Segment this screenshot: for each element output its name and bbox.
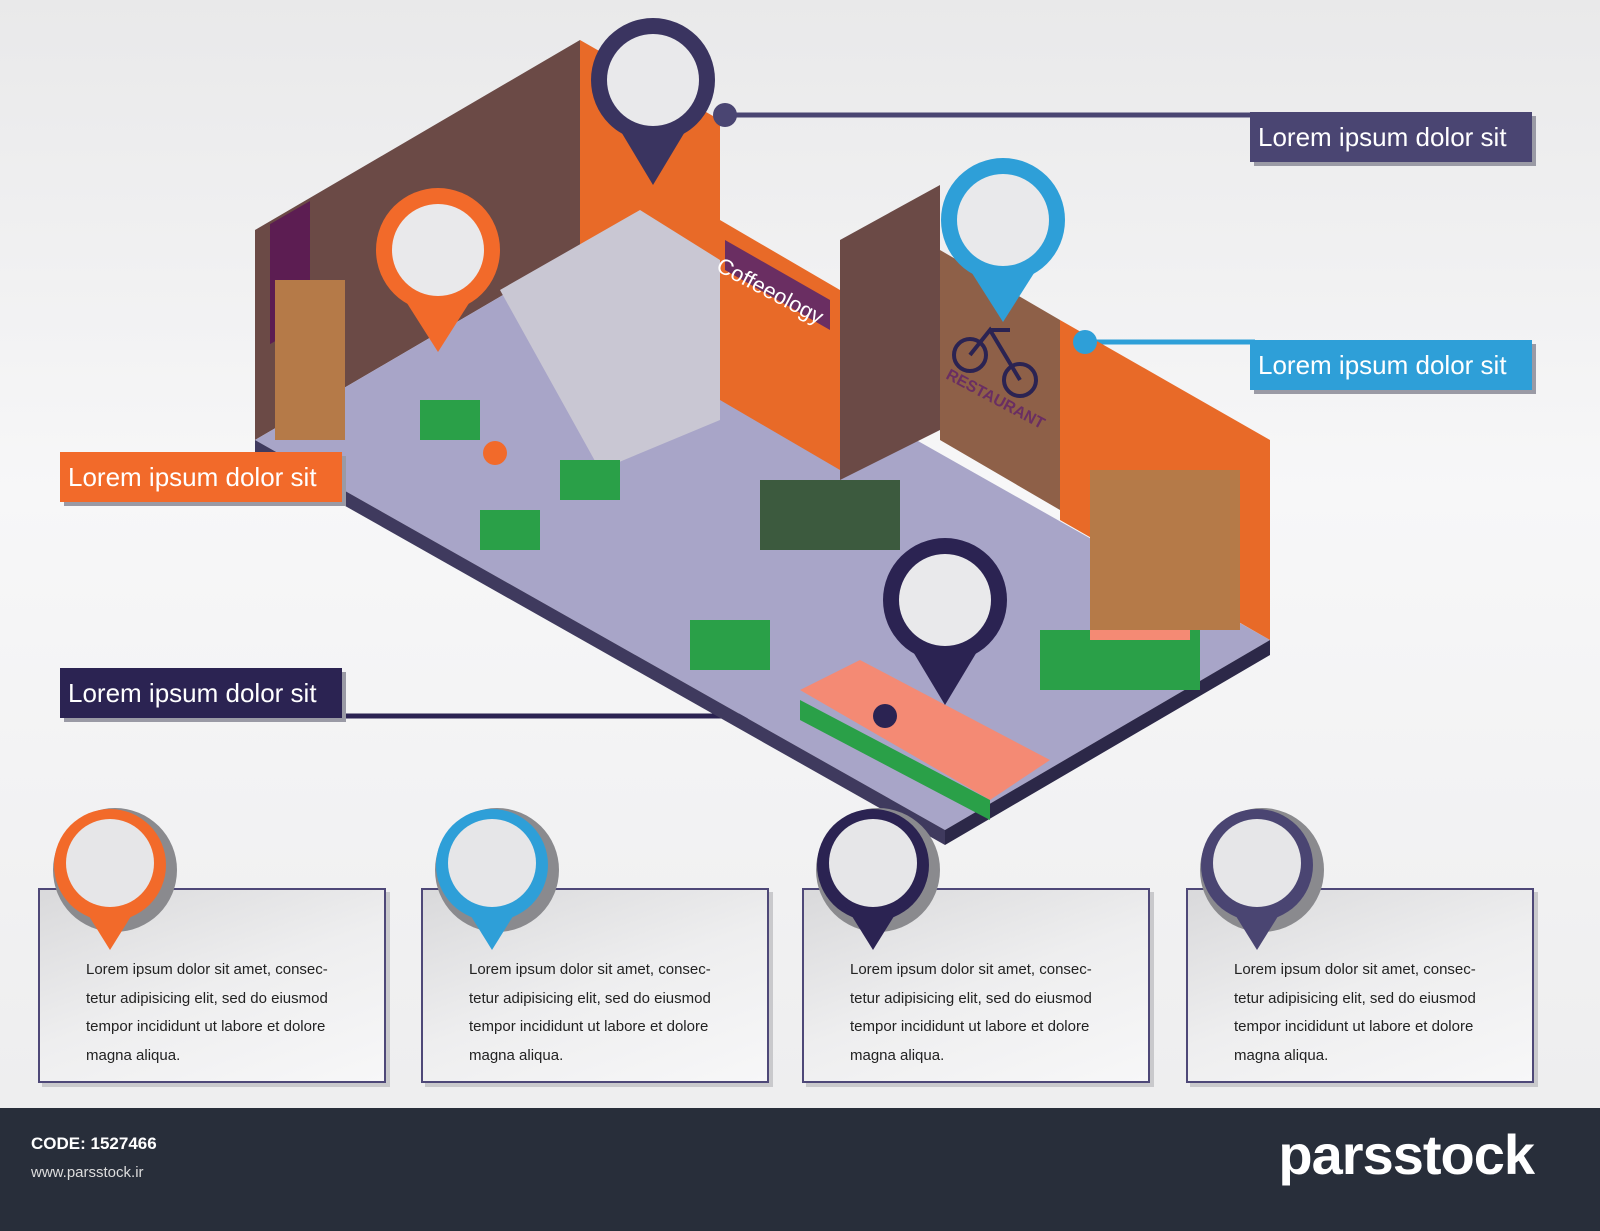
sofa [800, 660, 1050, 800]
footer-bar: CODE: 1527466 www.parsstock.ir parsstock [0, 1108, 1600, 1231]
map-pin-icon [883, 538, 1007, 705]
callout-label: Lorem ipsum dolor sit [60, 452, 342, 502]
counter [760, 480, 900, 550]
shelf [1090, 470, 1240, 630]
map-pin-icon [816, 808, 940, 950]
card-text: Lorem ipsum dolor sit amet, consec-tetur… [850, 961, 1092, 1064]
map-pin-icon [941, 158, 1065, 322]
map-pin-icon [591, 18, 715, 185]
info-card: Lorem ipsum dolor sit amet, consec-tetur… [802, 888, 1150, 1083]
brand-logo: parsstock [1278, 1123, 1535, 1186]
callout-label: Lorem ipsum dolor sit [1250, 340, 1532, 390]
staircase [500, 210, 720, 470]
site-url: www.parsstock.ir [31, 1164, 144, 1181]
floor-edge [255, 440, 945, 845]
bicycle-icon [952, 326, 1038, 398]
restaurant-wall [940, 250, 1060, 510]
card-text: Lorem ipsum dolor sit amet, consec-tetur… [1234, 961, 1476, 1064]
map-pin-icon [53, 808, 177, 950]
map-pin-icon [1200, 808, 1324, 950]
map-pin-icon [376, 188, 500, 352]
card-text: Lorem ipsum dolor sit amet, consec-tetur… [469, 961, 711, 1064]
callout-label: Lorem ipsum dolor sit [60, 668, 342, 718]
card-text: Lorem ipsum dolor sit amet, consec-tetur… [86, 961, 328, 1064]
info-card: Lorem ipsum dolor sit amet, consec-tetur… [1186, 888, 1534, 1083]
map-pin-icon [435, 808, 559, 950]
image-code: CODE: 1527466 [31, 1134, 157, 1153]
shelf [275, 280, 345, 440]
callout-label: Lorem ipsum dolor sit [1250, 112, 1532, 162]
